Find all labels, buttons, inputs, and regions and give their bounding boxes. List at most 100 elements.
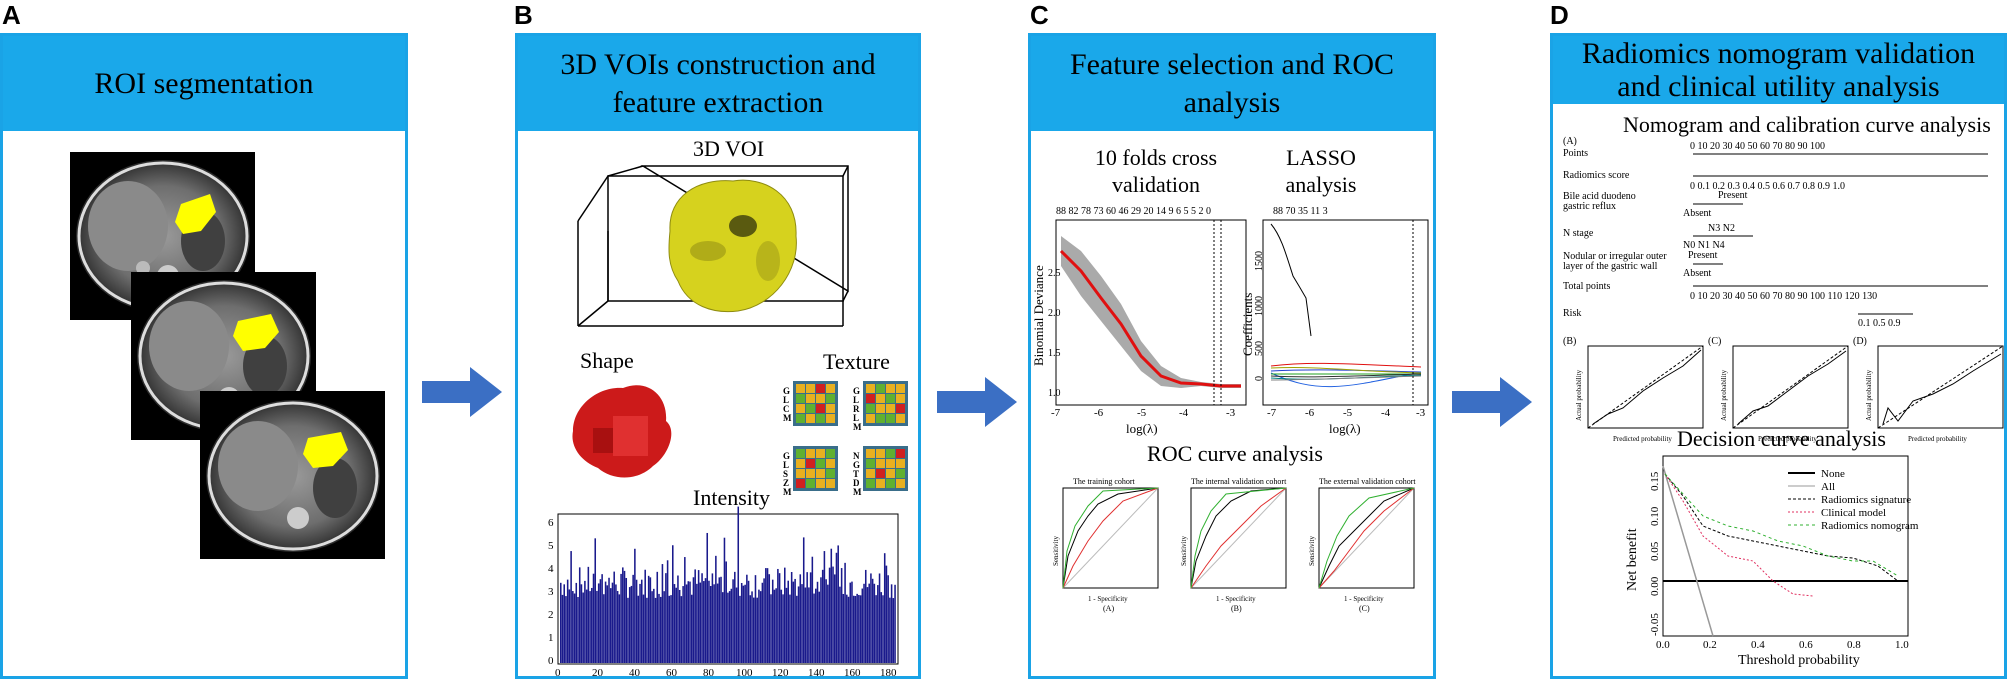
texture-code-ngtdm: N [853, 451, 860, 461]
histogram-bar [587, 566, 590, 663]
histogram-bar [864, 569, 867, 663]
panel-feature-selection: Feature selection and ROC analysis 10 fo… [1028, 33, 1436, 679]
histogram-bar [561, 594, 564, 663]
histogram-bar [706, 532, 709, 663]
svg-text:120: 120 [772, 667, 789, 679]
histogram-bar [659, 596, 662, 663]
svg-text:-3: -3 [1416, 407, 1426, 419]
histogram-bar [739, 595, 741, 663]
histogram-bar [628, 587, 631, 663]
roi-segmentation-mask-3 [303, 432, 348, 468]
histogram-bar [858, 594, 860, 663]
svg-text:1.5: 1.5 [1048, 348, 1061, 359]
panel-c-title-line1: Feature selection and ROC [1069, 47, 1395, 81]
histogram-bar [818, 591, 821, 663]
histogram-bar [699, 582, 702, 663]
svg-text:0 10 20 30 40 50 60 70: 0 10 20 30 40 50 60 70 80 90 100 110 120… [1690, 291, 1877, 302]
histogram-bar [635, 579, 638, 663]
histogram-bar [637, 595, 640, 663]
roc-a-xlabel: 1 - Specificity [1088, 595, 1128, 603]
panel-b-title-line2: feature extraction [612, 85, 824, 119]
svg-text:Predicted probability: Predicted probability [1758, 435, 1817, 443]
histogram-bar [742, 585, 745, 663]
voi-tumor-3d [668, 179, 797, 313]
svg-text:3: 3 [548, 586, 554, 598]
histogram-bar [611, 582, 614, 663]
svg-text:Actual probability: Actual probability [1575, 369, 1583, 421]
svg-text:1.0: 1.0 [1048, 388, 1061, 399]
svg-text:1000: 1000 [1254, 296, 1265, 316]
histogram-bar [568, 589, 571, 663]
histogram-bar [754, 575, 757, 663]
histogram-bar [651, 591, 653, 663]
histogram-bar [885, 565, 888, 663]
histogram-bar [894, 584, 896, 663]
histogram-bar [761, 582, 764, 663]
histogram-bar [725, 561, 727, 663]
histogram-bar [840, 568, 843, 663]
panel-a-header: ROI segmentation [3, 36, 405, 131]
svg-text:N3 N2: N3 N2 [1708, 223, 1735, 234]
histogram-bar [892, 598, 895, 663]
histogram-bar [771, 579, 774, 663]
histogram-bar [563, 584, 565, 663]
histogram-bar [804, 587, 807, 663]
histogram-bar [856, 593, 858, 663]
histogram-bar [578, 567, 581, 663]
svg-text:0.10: 0.10 [1649, 506, 1661, 526]
cv-deviance-curve [1059, 249, 1241, 388]
svg-text:0.4: 0.4 [1751, 639, 1765, 651]
dca-xlabel: Threshold probability [1738, 653, 1860, 668]
svg-text:G: G [853, 460, 860, 470]
histogram-bar [813, 593, 815, 663]
histogram-bar [632, 574, 634, 663]
histogram-bar [737, 506, 740, 663]
histogram-bar [591, 587, 593, 663]
histogram-bar [685, 584, 688, 663]
svg-text:0.8: 0.8 [1847, 639, 1861, 651]
panel-feature-extraction: 3D VOIs construction and feature extract… [515, 33, 921, 679]
cv-xlabel: log(λ) [1126, 421, 1158, 436]
histogram-bar [608, 577, 610, 663]
panel-letter-d: D [1550, 0, 1569, 30]
histogram-bar [575, 582, 578, 663]
histogram-bar [852, 595, 855, 663]
svg-text:-0.05: -0.05 [1649, 613, 1661, 636]
svg-text:Z: Z [783, 478, 789, 488]
svg-text:Actual probability: Actual probability [1865, 369, 1873, 421]
svg-text:Present: Present [1718, 190, 1748, 201]
histogram-bar [844, 562, 846, 663]
histogram-bar [682, 586, 684, 663]
svg-text:Sensitivity: Sensitivity [1308, 536, 1316, 566]
lasso-plot: 88 70 35 11 3 -7-6-5-4-3 log(λ) 0 500 10… [1240, 206, 1429, 436]
histogram-bar [673, 584, 676, 663]
histogram-bar [640, 579, 643, 663]
svg-text:M: M [783, 413, 792, 423]
svg-text:180: 180 [880, 667, 897, 679]
nomogram-title: Nomogram and calibration curve analysis [1623, 112, 1991, 137]
panel-c-header: Feature selection and ROC analysis [1031, 36, 1433, 131]
panel-c-charts: 88 82 78 73 60 46 29 20 14 9 6 5 5 2 0 -… [1031, 206, 1429, 613]
histogram-bar [646, 597, 648, 663]
histogram-bar [727, 592, 729, 663]
svg-text:0: 0 [1254, 376, 1265, 381]
ct-slice-1 [70, 152, 255, 320]
texture-code-glszm: G [783, 451, 790, 461]
svg-text:T: T [853, 469, 859, 479]
cv-title-line1: 10 folds cross [1094, 145, 1218, 170]
histogram-bar [802, 537, 805, 663]
svg-text:Risk: Risk [1563, 308, 1581, 319]
svg-text:0 10 20 30 40 50 6: 0 10 20 30 40 50 60 70 80 90 100 [1690, 141, 1825, 152]
histogram-bar [784, 567, 786, 663]
histogram-bar [746, 574, 748, 663]
histogram-bar [570, 551, 572, 663]
calib-c-label: (C) [1708, 336, 1721, 347]
lasso-xlabel: log(λ) [1329, 421, 1361, 436]
histogram-bar [878, 573, 881, 663]
histogram-bar [609, 588, 612, 663]
histogram-bar [833, 574, 836, 663]
histogram-bar [797, 586, 800, 663]
histogram-bar [789, 594, 791, 663]
histogram-bar [868, 583, 870, 663]
